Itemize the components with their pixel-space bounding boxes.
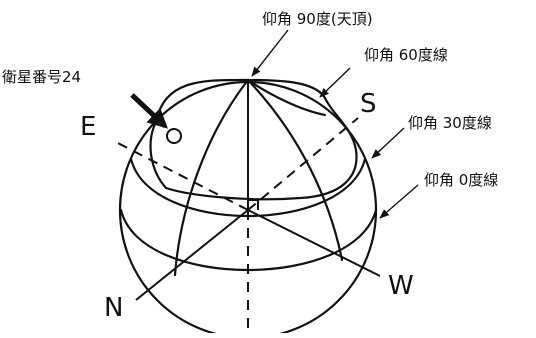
zenith-leader (251, 29, 289, 77)
satellite-label: 衛星番号24 (2, 68, 81, 86)
elev0-leader (379, 184, 419, 219)
direction-north-label: N (104, 293, 123, 323)
satellite-arrow (130, 93, 168, 129)
elevation-30-label: 仰角 30度線 (408, 114, 492, 132)
meridian-east (173, 78, 250, 277)
zenith-label: 仰角 90度(天頂) (262, 10, 373, 28)
meridian-west (246, 78, 344, 262)
direction-line-east-dashed (111, 139, 249, 211)
right-angle-marker (248, 199, 259, 210)
direction-south-label: S (360, 89, 377, 119)
direction-line-west (247, 209, 381, 277)
elevation-0-label: 仰角 0度線 (424, 171, 498, 189)
meridian-back (246, 78, 327, 117)
satellite-24-marker (166, 128, 182, 144)
direction-line-south-dashed (247, 117, 359, 211)
elev30-leader (371, 127, 405, 159)
elev60-leader (319, 67, 351, 98)
elevation-60-line (149, 78, 358, 201)
elevation-60-label: 仰角 60度線 (364, 46, 448, 64)
direction-west-label: W (388, 271, 414, 301)
direction-line-north (135, 209, 249, 301)
direction-east-label: E (80, 112, 96, 142)
